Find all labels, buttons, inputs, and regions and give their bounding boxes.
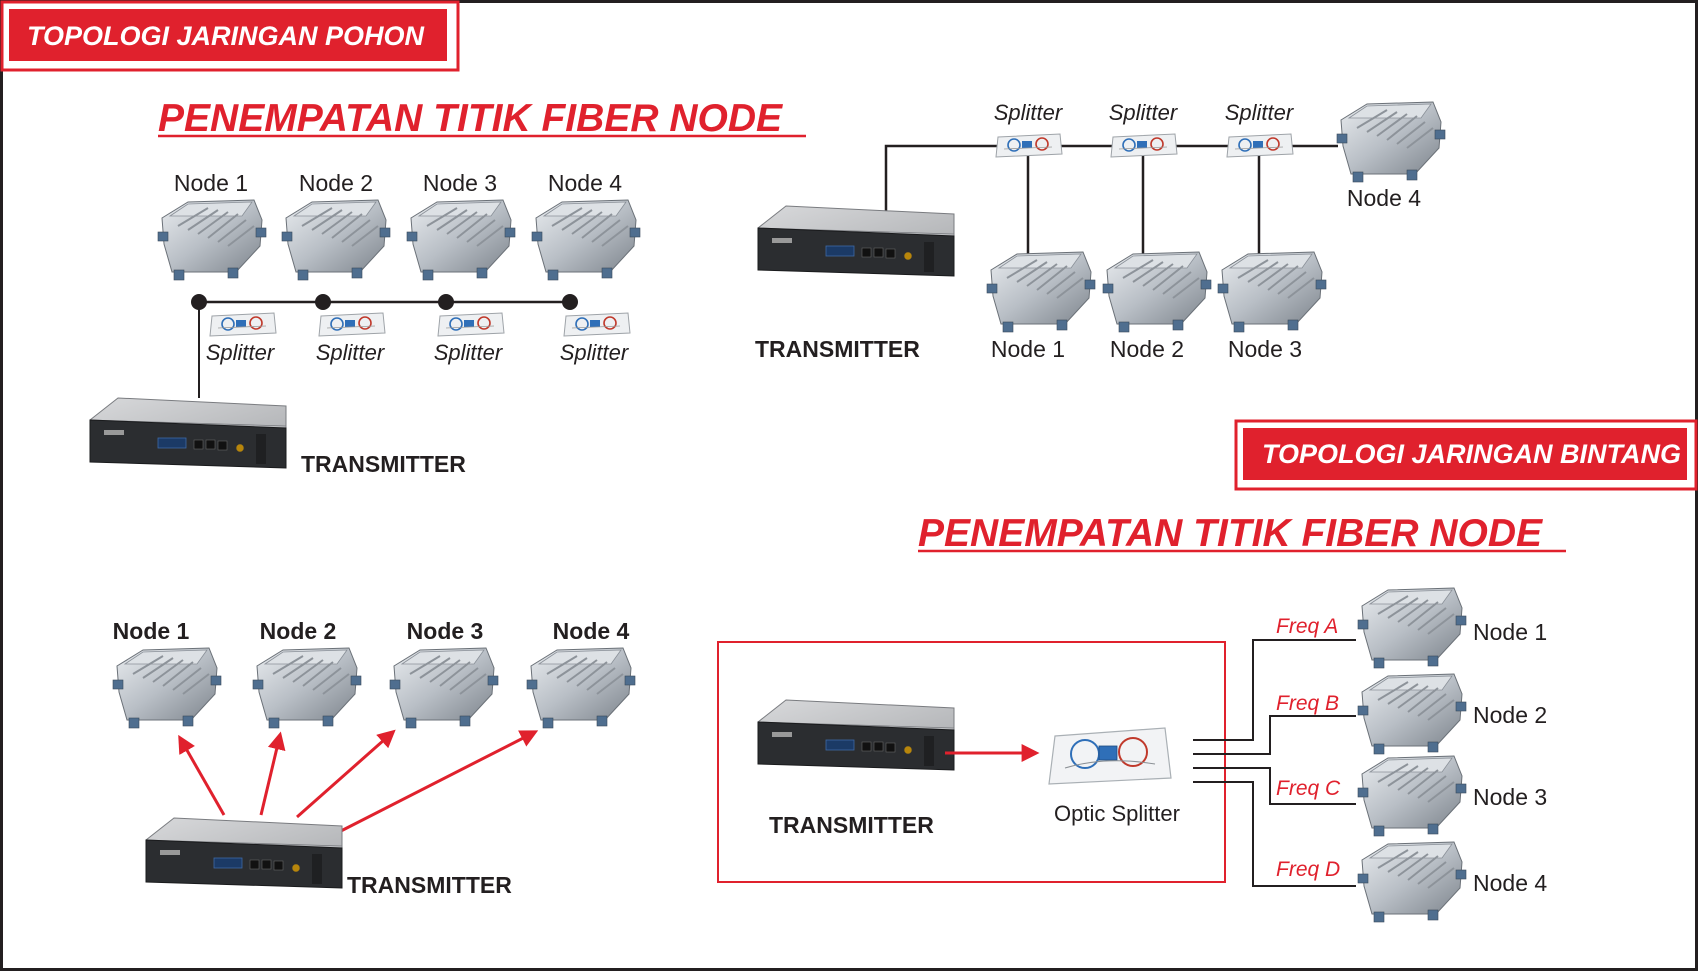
junction-dot	[191, 294, 207, 310]
fiber-node-icon	[531, 199, 641, 281]
star-direct-diagram: Node 1 Node 2 Node 3 Node 4 TRANSMITTER	[112, 618, 636, 898]
cascade-node-label: Node 3	[1228, 336, 1302, 362]
freq-label: Freq C	[1276, 777, 1341, 800]
star-node-label: Node 2	[260, 618, 337, 644]
freq-label: Freq D	[1276, 858, 1340, 881]
splitter-icon	[1110, 133, 1178, 158]
cascade-splitter-label: Splitter	[1225, 100, 1295, 125]
fiber-node-icon	[389, 647, 499, 729]
star-splitter-node-label: Node 2	[1473, 702, 1547, 728]
fiber-node-icon	[1336, 101, 1446, 183]
fiber-node-icon	[1102, 251, 1212, 333]
fiber-node-icon	[1357, 673, 1467, 755]
fiber-node-icon	[986, 251, 1096, 333]
star-splitter-node-label: Node 3	[1473, 784, 1547, 810]
fiber-node-icon	[1357, 587, 1467, 669]
bus-node-label: Node 3	[423, 170, 497, 196]
bus-transmitter-label: TRANSMITTER	[301, 451, 466, 477]
freq-line	[1193, 781, 1356, 887]
bus-splitter-label: Splitter	[206, 340, 276, 365]
splitter-icon	[995, 133, 1063, 158]
star-node-label: Node 1	[113, 618, 190, 644]
fiber-node-icon	[157, 199, 267, 281]
fiber-node-icon	[1357, 841, 1467, 923]
fiber-node-icon	[112, 647, 222, 729]
bus-node-label: Node 1	[174, 170, 248, 196]
bus-splitter-label: Splitter	[316, 340, 386, 365]
freq-line	[1193, 715, 1356, 755]
transmitter-icon	[757, 205, 955, 277]
star-node-label: Node 3	[407, 618, 484, 644]
cascade-end-node-label: Node 4	[1347, 185, 1421, 211]
fiber-node-icon	[1357, 755, 1467, 837]
splitter-icon	[209, 312, 277, 337]
freq-label: Freq B	[1276, 692, 1339, 715]
optic-splitter-label: Optic Splitter	[1054, 801, 1180, 826]
fiber-node-icon	[526, 647, 636, 729]
cascade-splitter-label: Splitter	[1109, 100, 1179, 125]
star-splitter-transmitter-label: TRANSMITTER	[769, 812, 934, 838]
transmitter-icon	[757, 699, 955, 771]
cascade-splitter-label: Splitter	[994, 100, 1064, 125]
star-transmitter-label: TRANSMITTER	[347, 872, 512, 898]
tree-bus-diagram: Node 1 Node 2 Node 3 Node 4 Splitter Spl…	[89, 170, 641, 477]
star-arrow	[296, 729, 396, 819]
bottom-heading: PENEMPATAN TITIK FIBER NODE	[918, 512, 1566, 555]
star-splitter-node-label: Node 1	[1473, 619, 1547, 645]
top-heading: PENEMPATAN TITIK FIBER NODE	[158, 97, 806, 140]
junction-dot	[315, 294, 331, 310]
bus-splitter-label: Splitter	[434, 340, 504, 365]
fiber-node-icon	[406, 199, 516, 281]
optic-splitter-icon	[1048, 727, 1172, 785]
star-arrow	[178, 734, 226, 816]
cascade-transmitter-label: TRANSMITTER	[755, 336, 920, 362]
bus-splitter-label: Splitter	[560, 340, 630, 365]
star-topology-badge: TOPOLOGI JARINGAN BINTANG	[1234, 419, 1698, 491]
splitter-icon	[563, 312, 631, 337]
bus-node-label: Node 2	[299, 170, 373, 196]
star-arrow	[259, 731, 286, 816]
cascade-node-label: Node 1	[991, 336, 1065, 362]
star-splitter-diagram: TRANSMITTER Optic Splitter Freq A Freq B…	[717, 587, 1547, 923]
transmitter-splitter-box	[717, 641, 1226, 883]
fiber-node-icon	[1217, 251, 1327, 333]
tree-topology-badge: TOPOLOGI JARINGAN POHON	[0, 0, 460, 72]
junction-dot	[562, 294, 578, 310]
star-badge-text: TOPOLOGI JARINGAN BINTANG	[1262, 439, 1681, 469]
transmitter-icon	[145, 817, 343, 889]
bottom-heading-text: PENEMPATAN TITIK FIBER NODE	[918, 512, 1543, 555]
fiber-node-icon	[252, 647, 362, 729]
freq-line	[1193, 639, 1356, 741]
cascade-node-label: Node 2	[1110, 336, 1184, 362]
splitter-icon	[318, 312, 386, 337]
splitter-icon	[437, 312, 505, 337]
star-arrow	[336, 730, 539, 835]
freq-line	[1193, 767, 1356, 805]
tree-cascade-diagram: Splitter Splitter Splitter Node 4 Node 1…	[755, 100, 1446, 362]
splitter-icon	[1226, 133, 1294, 158]
freq-label: Freq A	[1276, 615, 1338, 638]
fiber-node-icon	[281, 199, 391, 281]
transmitter-icon	[89, 397, 287, 469]
tree-badge-text: TOPOLOGI JARINGAN POHON	[27, 21, 425, 51]
junction-dot	[438, 294, 454, 310]
star-splitter-node-label: Node 4	[1473, 870, 1547, 896]
star-node-label: Node 4	[553, 618, 630, 644]
top-heading-text: PENEMPATAN TITIK FIBER NODE	[158, 97, 783, 140]
cascade-fiber-line	[884, 144, 1338, 216]
bus-node-label: Node 4	[548, 170, 622, 196]
